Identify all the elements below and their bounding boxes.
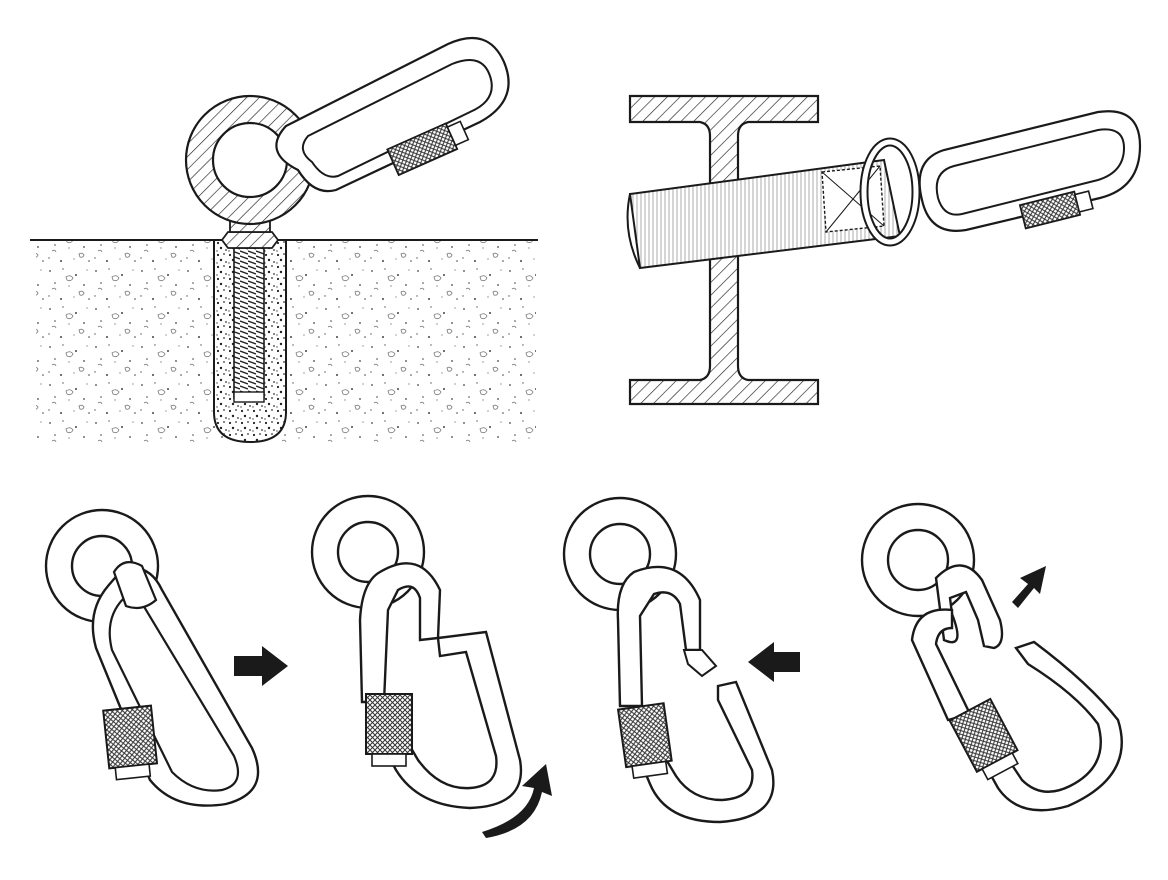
step-4-lock-sleeve <box>948 697 1019 781</box>
step-1-panel <box>44 508 288 807</box>
step-1-arrow-right <box>234 646 288 686</box>
bolt-end <box>233 391 265 403</box>
step-4-panel <box>860 502 1123 812</box>
step-4-ring <box>860 502 976 618</box>
screw-lock-sleeve <box>386 120 470 177</box>
sling-carabiner <box>859 110 1142 247</box>
step-3-arrow-left <box>748 642 800 682</box>
anchor-in-concrete-panel <box>30 36 538 444</box>
step-2-lock-sleeve <box>365 693 413 767</box>
threaded-bolt-shank <box>233 247 265 399</box>
step-3-lock-sleeve <box>616 702 673 780</box>
step-1-carabiner <box>91 561 260 807</box>
screwgate-carabiner <box>275 36 510 193</box>
step-1-lock-sleeve <box>102 704 159 781</box>
washer <box>220 231 280 249</box>
step-3-carabiner <box>616 565 775 824</box>
sling-carabiner-lock <box>1018 190 1094 230</box>
step-2-carabiner <box>358 562 523 810</box>
step-4-carabiner <box>910 564 1123 812</box>
step-3-panel <box>562 496 800 824</box>
step-2-panel <box>310 494 552 838</box>
webbing-sling <box>626 158 902 270</box>
step-2-arrow-curved <box>482 764 552 838</box>
step-4-arrow-up-right <box>1012 566 1046 608</box>
eye-bolt-ring <box>184 94 316 226</box>
anchor-on-i-beam-panel <box>626 94 1142 406</box>
